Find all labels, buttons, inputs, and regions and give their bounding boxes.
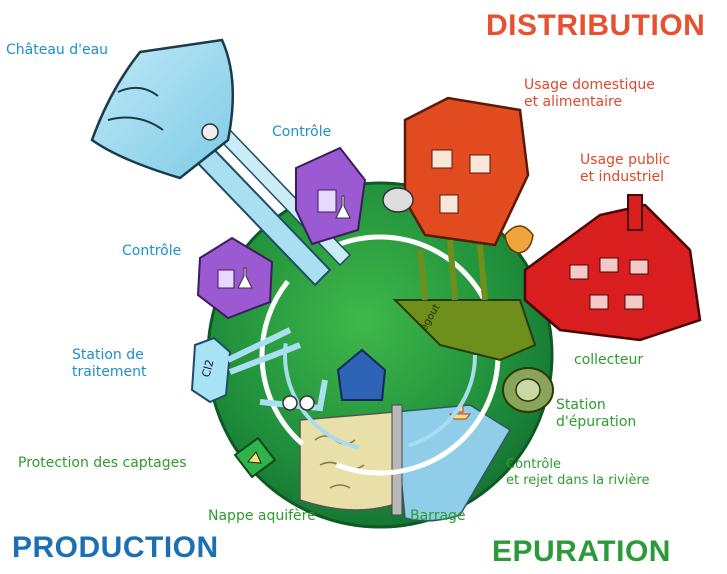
- control-window-left: [217, 269, 235, 289]
- label-usage-public: Usage public et industriel: [580, 152, 670, 186]
- control-building-left: [196, 236, 274, 320]
- domestic-window-1: [431, 149, 453, 169]
- label-controle-rejet-line1: Contrôle: [506, 457, 561, 472]
- label-station-traitement-line2: traitement: [72, 363, 147, 380]
- label-barrage: Barrage: [410, 508, 466, 524]
- factory-chimney: [627, 194, 643, 231]
- label-station-traitement: Station de traitement: [72, 347, 146, 381]
- label-protection-captages: Protection des captages: [18, 455, 187, 471]
- label-usage-public-line1: Usage public: [580, 152, 671, 168]
- title-production: PRODUCTION: [12, 531, 219, 564]
- label-station-traitement-line1: Station de: [72, 347, 144, 363]
- label-station-epuration: Station d'épuration: [556, 397, 636, 431]
- label-usage-domestique-line2: et alimentaire: [524, 93, 623, 110]
- pump-icon-2: [299, 395, 315, 411]
- label-controle-rejet-line2: et rejet dans la rivière: [506, 472, 650, 488]
- label-station-epuration-line1: Station: [556, 397, 606, 413]
- warning-triangle-icon: [247, 451, 262, 464]
- sewer-pipe: [392, 299, 537, 362]
- cl2-tank-label: Cl2: [199, 358, 216, 379]
- sewer-branches: [417, 239, 488, 301]
- cooking-pot-icon: [382, 187, 414, 213]
- label-controle-top: Contrôle: [272, 124, 332, 140]
- label-usage-domestique-line1: Usage domestique: [524, 77, 655, 93]
- flask-icon-top: [335, 195, 351, 219]
- title-distribution: DISTRIBUTION: [486, 9, 706, 42]
- label-controle-rejet: Contrôle et rejet dans la rivière: [506, 457, 650, 488]
- water-tower-detail: [107, 86, 164, 131]
- tree-icon: [504, 225, 534, 254]
- title-epuration: EPURATION: [492, 535, 671, 568]
- well-house: [336, 348, 387, 401]
- pump-icon-1: [282, 395, 298, 411]
- flask-icon-left: [237, 267, 253, 289]
- dam-wall: [391, 404, 403, 516]
- factory-windows: [569, 257, 649, 310]
- treatment-station: [190, 336, 232, 404]
- dam-lake: [394, 404, 512, 522]
- tower-valve-icon: [201, 123, 219, 141]
- domestic-building: [403, 96, 530, 247]
- control-window-top: [317, 189, 337, 213]
- domestic-window-2: [469, 154, 491, 174]
- label-usage-domestique: Usage domestique et alimentaire: [524, 77, 655, 111]
- label-usage-public-line2: et industriel: [580, 168, 665, 185]
- label-controle-left: Contrôle: [122, 243, 182, 259]
- domestic-window-3: [439, 194, 459, 214]
- purification-tank: [515, 378, 541, 402]
- treatment-pipes: [226, 327, 328, 412]
- label-nappe-aquifere: Nappe aquifère: [208, 508, 316, 524]
- label-chateau-eau: Château d'eau: [6, 42, 109, 58]
- water-tower: [90, 38, 235, 180]
- label-collecteur: collecteur: [574, 352, 644, 368]
- label-station-epuration-line2: d'épuration: [556, 413, 637, 430]
- pipe-ring-inner: [283, 258, 477, 452]
